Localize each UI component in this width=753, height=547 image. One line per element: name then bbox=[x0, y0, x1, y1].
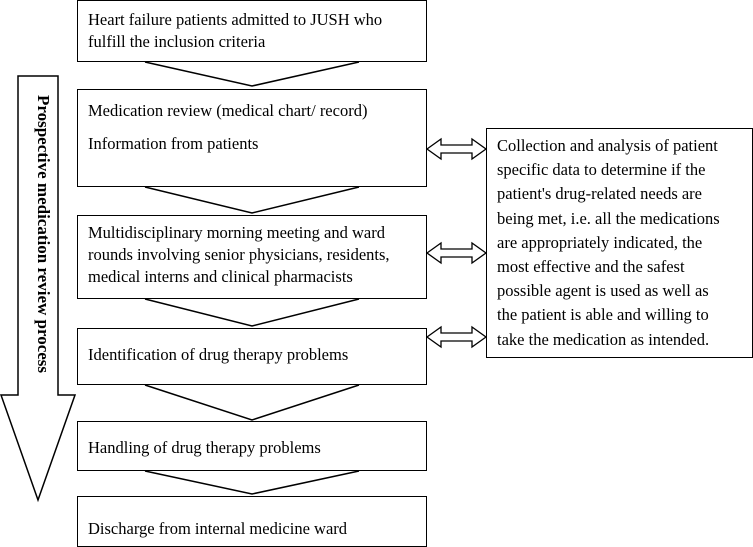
process-direction-arrow bbox=[0, 75, 77, 503]
step-text-line: Handling of drug therapy problems bbox=[88, 438, 321, 457]
step-box-multidisciplinary-meeting: Multidisciplinary morning meeting and wa… bbox=[77, 215, 427, 299]
step-text-line: Heart failure patients admitted to JUSH … bbox=[88, 10, 383, 29]
double-arrow-1 bbox=[425, 137, 488, 161]
side-box-line: take the medication as intended. bbox=[497, 329, 710, 349]
side-box-line: patient's drug-related needs are bbox=[497, 184, 703, 204]
side-box-line: being met, i.e. all the medications bbox=[497, 208, 720, 228]
chevron-connector-2 bbox=[144, 186, 360, 214]
step-text-line: Information from patients bbox=[88, 134, 259, 153]
side-box-data-collection: Collection and analysis of patient speci… bbox=[486, 128, 753, 358]
chevron-connector-1 bbox=[144, 61, 360, 87]
chevron-connector-3 bbox=[144, 298, 360, 327]
step-text-line: Discharge from internal medicine ward bbox=[88, 519, 348, 538]
side-box-line: specific data to determine if the bbox=[497, 160, 706, 180]
step-box-identification: Identification of drug therapy problems bbox=[77, 328, 427, 385]
step-box-admission: Heart failure patients admitted to JUSH … bbox=[77, 0, 427, 62]
double-arrow-3 bbox=[425, 325, 488, 349]
chevron-connector-4 bbox=[144, 384, 360, 421]
side-box-line: are appropriately indicated, the bbox=[497, 232, 703, 252]
step-box-medication-review: Medication review (medical chart/ record… bbox=[77, 89, 427, 187]
double-arrow-2 bbox=[425, 241, 488, 265]
step-text-line: medical interns and clinical pharmacists bbox=[88, 267, 353, 286]
chevron-connector-5 bbox=[144, 470, 360, 495]
step-text-line: fulfill the inclusion criteria bbox=[88, 32, 266, 51]
side-box-line: Collection and analysis of patient bbox=[497, 136, 718, 155]
side-box-line: possible agent is used as well as bbox=[497, 281, 709, 301]
step-box-discharge: Discharge from internal medicine ward bbox=[77, 496, 427, 547]
side-arrow-label: Prospective medication review process bbox=[34, 94, 53, 374]
step-text-line: rounds involving senior physicians, resi… bbox=[88, 245, 390, 264]
side-box-line: the patient is able and willing to bbox=[497, 305, 709, 325]
step-text-line: Multidisciplinary morning meeting and wa… bbox=[88, 223, 385, 242]
step-text-line: Medication review (medical chart/ record… bbox=[88, 101, 368, 120]
side-box-line: most effective and the safest bbox=[497, 257, 685, 277]
step-box-handling: Handling of drug therapy problems bbox=[77, 421, 427, 471]
step-text-line: Identification of drug therapy problems bbox=[88, 345, 349, 364]
